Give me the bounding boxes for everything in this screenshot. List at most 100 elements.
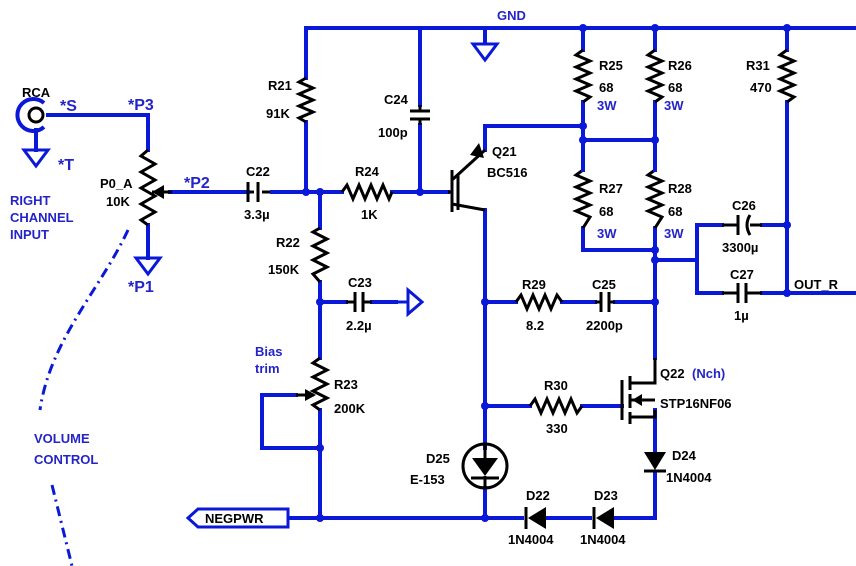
d25-part: E-153 (410, 472, 445, 487)
r23-value: 200K (334, 401, 366, 416)
rca-label: RCA (22, 85, 51, 100)
r30-value: 330 (546, 421, 568, 436)
resistor-r21[interactable] (295, 76, 317, 124)
d23-part: 1N4004 (580, 532, 626, 547)
r27-power: 3W (597, 226, 617, 241)
capacitor-c24[interactable] (410, 105, 430, 125)
resistor-r22[interactable] (309, 226, 331, 283)
c27-value: 1µ (734, 308, 749, 323)
q21-part: BC516 (487, 165, 527, 180)
bias-note-line1: Bias (255, 344, 282, 359)
r25-ref: R25 (599, 58, 623, 73)
pot-ref: P0_A (100, 176, 133, 191)
r27-ref: R27 (599, 181, 623, 196)
diode-d25-led[interactable] (461, 442, 509, 490)
r29-ref: R29 (522, 277, 546, 292)
c22-ref: C22 (246, 164, 270, 179)
volume-caption-line1: VOLUME (34, 431, 90, 446)
r26-value: 68 (668, 80, 682, 95)
gnd-symbol-rca (21, 148, 51, 169)
transistor-q21[interactable] (448, 143, 487, 212)
capacitor-c27[interactable] (722, 283, 762, 303)
negpwr-label: NEGPWR (205, 511, 264, 526)
r22-value: 150K (268, 262, 300, 277)
junctions (302, 24, 791, 522)
volume-dashed-line-lower (50, 484, 74, 566)
capacitor-c25[interactable] (595, 292, 615, 312)
q22-type: (Nch) (692, 366, 725, 381)
pot-pin3: *P3 (128, 97, 154, 114)
r24-value: 1K (361, 207, 378, 222)
r30-ref: R30 (544, 378, 568, 393)
c26-value: 3300µ (722, 240, 758, 255)
r28-power: 3W (664, 226, 684, 241)
rca-connector[interactable] (15, 97, 46, 133)
capacitor-c26[interactable] (722, 214, 762, 236)
gnd-net-label: GND (497, 8, 526, 23)
c25-ref: C25 (592, 277, 616, 292)
r25-value: 68 (599, 80, 613, 95)
pot-p0a[interactable] (137, 148, 172, 227)
capacitor-c22[interactable] (246, 182, 270, 202)
c25-value: 2200p (586, 318, 623, 333)
r31-value: 470 (750, 80, 772, 95)
d22-ref: D22 (526, 488, 550, 503)
r26-ref: R26 (668, 58, 692, 73)
r21-ref: R21 (268, 78, 292, 93)
resistor-r28[interactable] (644, 168, 666, 229)
c27-ref: C27 (730, 267, 754, 282)
gnd-symbol-pot (133, 256, 163, 277)
d25-ref: D25 (426, 451, 450, 466)
c23-ref: C23 (348, 275, 372, 290)
resistor-r26[interactable] (644, 48, 666, 104)
volume-caption-line2: CONTROL (34, 452, 98, 467)
r27-value: 68 (599, 204, 613, 219)
pot-value: 10K (106, 194, 130, 209)
rca-pin-s: *S (60, 98, 77, 115)
r22-ref: R22 (276, 235, 300, 250)
diode-d24[interactable] (644, 452, 666, 473)
c26-ref: C26 (732, 198, 756, 213)
c24-ref: C24 (384, 92, 409, 107)
c24-value: 100p (378, 125, 408, 140)
wires (34, 26, 856, 520)
r23-ref: R23 (334, 377, 358, 392)
d24-part: 1N4004 (666, 470, 712, 485)
bias-note-line2: trim (255, 361, 280, 376)
r31-ref: R31 (746, 58, 770, 73)
r21-value: 91K (266, 106, 290, 121)
resistor-r31[interactable] (776, 48, 798, 104)
d22-part: 1N4004 (508, 532, 554, 547)
r24-ref: R24 (355, 164, 380, 179)
d23-ref: D23 (594, 488, 618, 503)
resistor-r23-trim[interactable] (296, 356, 331, 412)
resistor-r29[interactable] (514, 291, 564, 313)
rca-pin-t: *T (58, 157, 74, 174)
resistor-r24[interactable] (340, 181, 394, 203)
diode-d23[interactable] (592, 507, 614, 529)
transistor-q22[interactable] (620, 358, 657, 424)
resistor-r30[interactable] (528, 395, 584, 417)
gnd-symbol-top (470, 42, 500, 63)
input-caption-line1: RIGHT (10, 193, 51, 208)
c23-value: 2.2µ (346, 318, 372, 333)
pot-pin2: *P2 (184, 175, 210, 192)
negpwr-net-tag: NEGPWR (185, 507, 290, 529)
input-caption-line2: CHANNEL (10, 210, 74, 225)
out-net-label: OUT_R (794, 277, 839, 292)
r26-power: 3W (664, 98, 684, 113)
diode-d22[interactable] (524, 507, 546, 529)
r29-value: 8.2 (526, 318, 544, 333)
resistor-r25[interactable] (572, 48, 594, 104)
capacitor-c23[interactable] (346, 292, 372, 312)
q22-ref: Q22 (660, 366, 685, 381)
q21-ref: Q21 (492, 144, 517, 159)
pot-pin1: *P1 (128, 279, 154, 296)
r28-ref: R28 (668, 181, 692, 196)
input-caption-line3: INPUT (10, 227, 49, 242)
c22-value: 3.3µ (244, 207, 270, 222)
volume-dashed-line-upper (38, 229, 130, 411)
resistor-r27[interactable] (572, 168, 594, 229)
